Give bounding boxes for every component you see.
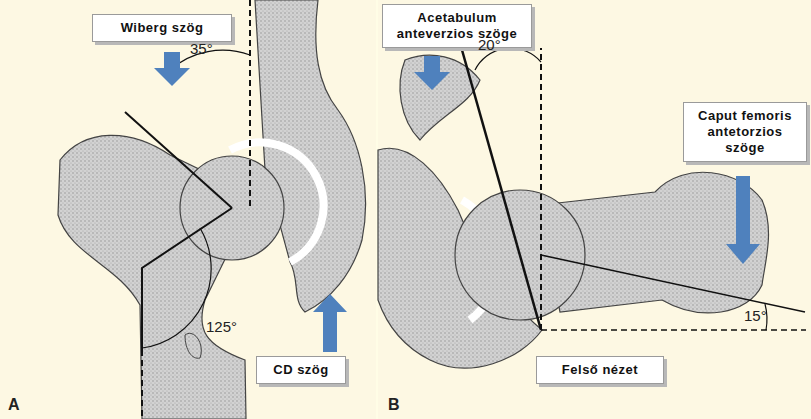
panel-a	[0, 0, 376, 419]
neck-axis	[541, 255, 805, 312]
lesser-trochanter	[185, 333, 201, 358]
callout-box: Wiberg szög	[92, 14, 232, 42]
pelvis	[255, 0, 366, 312]
callout-box: CD szög	[256, 356, 346, 384]
panel-b	[378, 0, 811, 419]
angle-value: 125°	[206, 318, 237, 335]
callout-box: Acetabulum anteverzios szöge	[382, 4, 532, 48]
wiberg-line	[125, 112, 232, 208]
view-label-box: Felső nézet	[536, 356, 664, 384]
pointer-arrow	[154, 52, 190, 86]
shaft-axis	[141, 350, 143, 419]
box-text: Acetabulum anteverzios szöge	[391, 10, 523, 42]
vertical-line	[540, 48, 542, 330]
box-text: Felső nézet	[545, 362, 655, 378]
box-text: Caput femoris antetorzios szöge	[692, 108, 798, 156]
acetabulum-axis	[462, 50, 541, 330]
pointer-arrow	[313, 294, 347, 352]
box-text: CD szög	[265, 362, 337, 378]
box-text: Wiberg szög	[101, 20, 223, 36]
angle-arc	[142, 228, 211, 348]
angle-value: 20°	[478, 36, 501, 53]
pointer-arrow	[414, 56, 450, 90]
vertical-line	[249, 0, 251, 208]
angle-value: 35°	[190, 40, 213, 57]
panel-letter: A	[8, 396, 20, 414]
callout-box: Caput femoris antetorzios szöge	[683, 102, 807, 162]
angle-value: 15°	[744, 307, 767, 324]
panel-letter: B	[388, 396, 400, 414]
pointer-arrow	[726, 176, 760, 264]
